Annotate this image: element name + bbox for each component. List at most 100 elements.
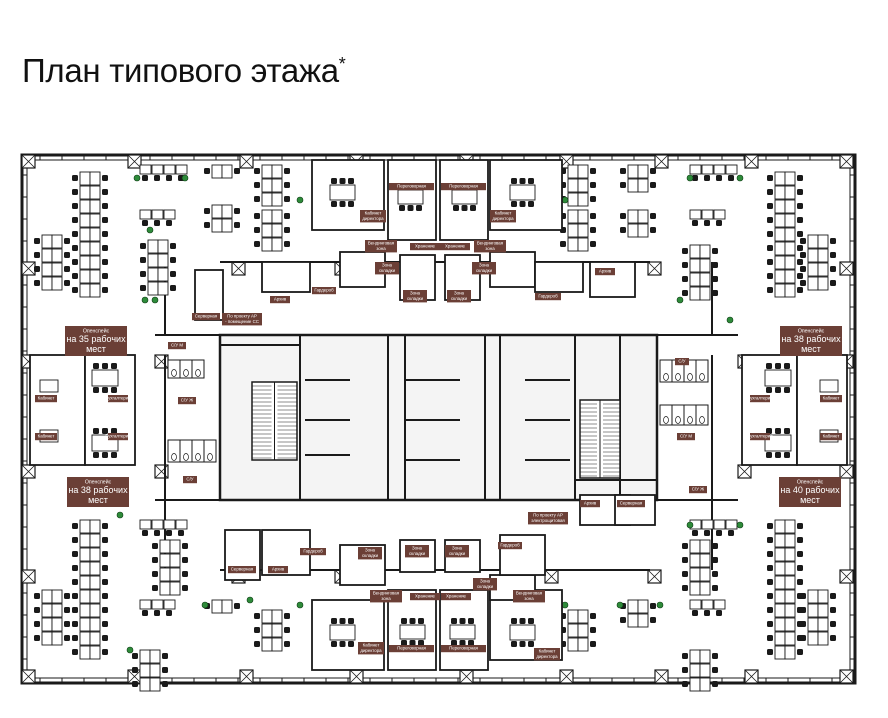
toilet bbox=[195, 453, 201, 461]
plant bbox=[686, 174, 694, 182]
label-director-1-text: Кабинет bbox=[365, 211, 382, 216]
chair bbox=[767, 523, 773, 529]
chair bbox=[767, 649, 773, 655]
vending-top-right bbox=[489, 251, 536, 288]
label-skladki-8-text: складки bbox=[477, 584, 494, 589]
chair bbox=[140, 285, 146, 291]
desk bbox=[817, 589, 829, 604]
column-cross bbox=[744, 154, 759, 169]
plant bbox=[736, 174, 744, 182]
desk bbox=[139, 209, 152, 220]
label-buh-w1-bg bbox=[108, 395, 128, 403]
desk bbox=[701, 599, 714, 610]
column-cross bbox=[839, 154, 854, 169]
plant bbox=[736, 521, 744, 529]
chair bbox=[800, 635, 806, 641]
column-cross bbox=[647, 569, 662, 584]
desk bbox=[807, 234, 819, 249]
desk bbox=[784, 617, 796, 632]
label-buh-w1-text: Бухгалтерия bbox=[105, 396, 131, 401]
chair bbox=[716, 220, 722, 226]
chair bbox=[511, 178, 517, 184]
desk bbox=[139, 164, 152, 175]
desk bbox=[699, 567, 711, 582]
chair bbox=[64, 635, 70, 641]
desk bbox=[261, 237, 273, 252]
zone-label-text: мест bbox=[88, 495, 108, 505]
desk bbox=[51, 589, 63, 604]
desk bbox=[699, 581, 711, 596]
chair bbox=[284, 227, 290, 233]
chair bbox=[528, 618, 534, 624]
zone-label-text: на 38 рабочих bbox=[68, 485, 128, 495]
chair bbox=[716, 175, 722, 181]
desk bbox=[713, 599, 726, 610]
chair bbox=[712, 667, 718, 673]
chair bbox=[102, 428, 108, 434]
desk bbox=[89, 213, 101, 228]
label-server-2: Серверная bbox=[617, 500, 645, 508]
desk bbox=[139, 519, 152, 530]
label-wc-2-text: С/У bbox=[678, 359, 685, 364]
label-director-2-text: Кабинет bbox=[495, 211, 512, 216]
desk bbox=[784, 199, 796, 214]
desk bbox=[147, 239, 159, 254]
label-buh-w2-bg bbox=[108, 433, 128, 441]
desk bbox=[79, 519, 91, 534]
desk bbox=[89, 631, 101, 646]
chair bbox=[800, 238, 806, 244]
label-wc-m-1-text: С/У М bbox=[171, 343, 183, 348]
chair bbox=[72, 189, 78, 195]
chair bbox=[682, 681, 688, 687]
desk bbox=[149, 663, 161, 678]
label-storage-2-bg bbox=[440, 243, 470, 251]
label-wc-1-bg bbox=[183, 476, 197, 484]
label-garderob-2: Гардероб bbox=[535, 293, 561, 301]
chair bbox=[451, 618, 457, 624]
chair bbox=[830, 621, 836, 627]
desk bbox=[89, 227, 101, 242]
desk bbox=[807, 589, 819, 604]
chair bbox=[692, 610, 698, 616]
chair bbox=[254, 196, 260, 202]
label-wc-m-1-bg bbox=[168, 342, 186, 350]
chair bbox=[767, 607, 773, 613]
chair bbox=[111, 387, 117, 393]
label-cabinet-e1-bg bbox=[820, 395, 842, 403]
chair bbox=[800, 593, 806, 599]
toilet bbox=[183, 369, 189, 377]
meeting-table bbox=[397, 189, 424, 205]
desk bbox=[159, 553, 171, 568]
chair bbox=[797, 287, 803, 293]
toilet bbox=[699, 416, 705, 424]
chair bbox=[650, 617, 656, 623]
chair bbox=[682, 571, 688, 577]
zone-label-bg bbox=[65, 326, 127, 356]
desk bbox=[807, 262, 819, 277]
desk bbox=[163, 164, 176, 175]
chair bbox=[132, 653, 138, 659]
desk bbox=[151, 209, 164, 220]
desk bbox=[261, 192, 273, 207]
desk bbox=[149, 677, 161, 692]
label-skladki-8-bg bbox=[473, 578, 497, 591]
chair bbox=[797, 523, 803, 529]
label-server-3-text: Серверная bbox=[231, 567, 254, 572]
chair bbox=[234, 222, 240, 228]
desk bbox=[637, 613, 649, 628]
zone-label-text: мест bbox=[801, 344, 821, 354]
label-archive-1-bg bbox=[270, 296, 290, 304]
desk bbox=[41, 276, 53, 291]
chair bbox=[590, 227, 596, 233]
chair bbox=[650, 213, 656, 219]
desk bbox=[139, 663, 151, 678]
chair bbox=[712, 557, 718, 563]
desk bbox=[784, 519, 796, 534]
chair bbox=[775, 387, 781, 393]
column-cross bbox=[239, 154, 254, 169]
desk bbox=[689, 164, 702, 175]
desk bbox=[774, 575, 786, 590]
title-footnote-mark: * bbox=[338, 54, 346, 74]
chair bbox=[34, 238, 40, 244]
desk bbox=[807, 248, 819, 263]
